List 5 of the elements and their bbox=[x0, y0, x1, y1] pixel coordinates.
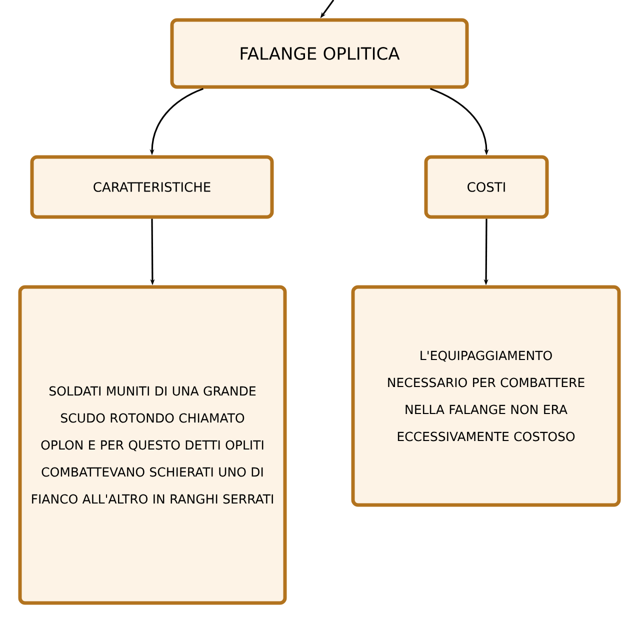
text-box: SOLDATI MUNITI DI UNA GRANDE SCUDO ROTONDO CHIAMATO OPLON E PER QUESTO DETTI OPLITI COMBATTEVANO SCHIERATI UNO DI FIANCO ALL'ALTRO IN RANGHI SERRATI bbox=[18, 285, 287, 605]
concept-box: CARATTERISTICHE bbox=[30, 155, 274, 219]
concept-box: COSTI bbox=[424, 155, 549, 219]
concept-box: FALANGE OPLITICA bbox=[170, 18, 469, 89]
text-box: L'EQUIPAGGIAMENTO NECESSARIO PER COMBATTERE NELLA FALANGE NON ERA ECCESSIVAMENTE COSTOSO bbox=[351, 285, 621, 507]
